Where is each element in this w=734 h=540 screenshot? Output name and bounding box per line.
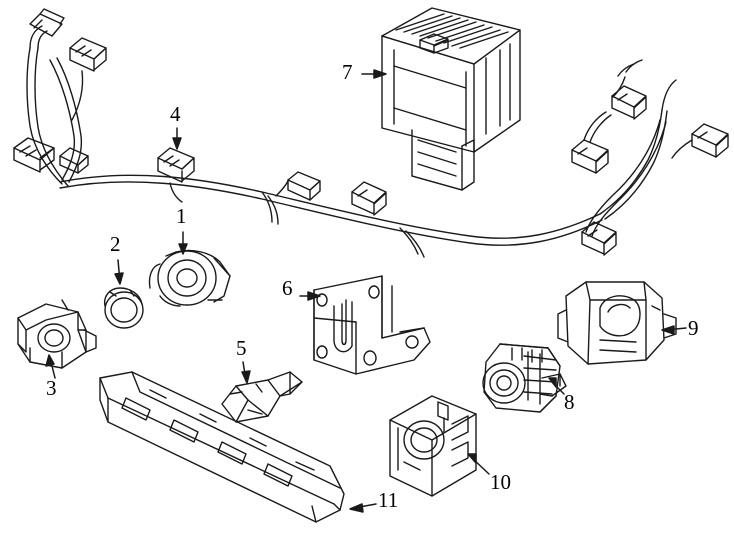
mounting-bracket-graphic bbox=[313, 275, 431, 375]
callout-leaders bbox=[45, 69, 687, 513]
callout-label-6: 6 bbox=[282, 276, 293, 300]
camera-mounting-plate-graphic bbox=[389, 395, 477, 497]
callout-label-2: 2 bbox=[110, 232, 121, 256]
callout-label-3: 3 bbox=[46, 376, 57, 400]
wiring-harness-graphic bbox=[13, 8, 729, 258]
callout-label-10: 10 bbox=[490, 470, 511, 494]
camera-housing-cover-graphic bbox=[557, 281, 677, 365]
control-module-graphic bbox=[381, 7, 521, 191]
callout-label-5: 5 bbox=[236, 336, 247, 360]
callout-label-4: 4 bbox=[170, 102, 181, 126]
callout-label-11: 11 bbox=[378, 488, 399, 512]
callout-label-7: 7 bbox=[342, 60, 353, 84]
sensor-bracket-left-graphic bbox=[17, 299, 97, 369]
rear-camera-graphic bbox=[221, 371, 303, 423]
callout-label-8: 8 bbox=[564, 390, 575, 414]
callout-label-1: 1 bbox=[176, 204, 187, 228]
front-camera-graphic bbox=[482, 343, 567, 413]
sensor-trim-molding-graphic bbox=[99, 371, 345, 523]
parking-sensor-graphic bbox=[148, 249, 231, 307]
sensor-retainer-graphic bbox=[103, 287, 144, 329]
callout-label-9: 9 bbox=[688, 316, 699, 340]
